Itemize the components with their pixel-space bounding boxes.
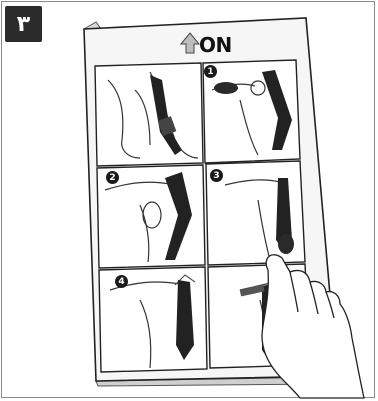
panel-1: [95, 63, 203, 166]
panel-number-1: 1: [204, 65, 217, 78]
panel-number-2: 2: [106, 171, 119, 184]
panel-number-4: 4: [115, 275, 128, 288]
card-header-label: ON: [199, 33, 232, 57]
step-number-badge: ٣: [5, 6, 42, 42]
panel-number-3: 3: [210, 169, 223, 182]
